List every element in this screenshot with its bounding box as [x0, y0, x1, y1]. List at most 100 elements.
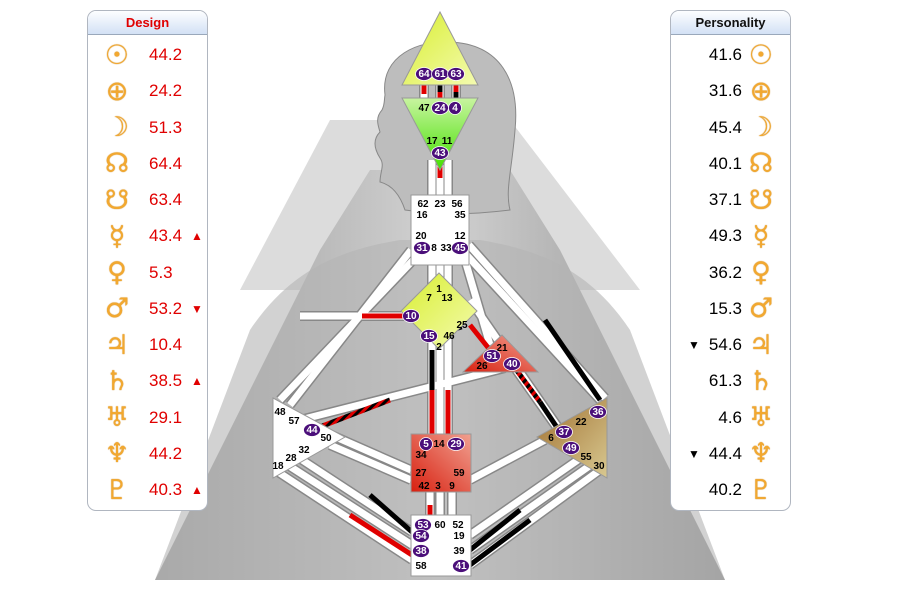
spleen-center[interactable]	[272, 397, 347, 479]
gate-31[interactable]: 31	[413, 241, 431, 255]
gate-11[interactable]: 11	[442, 136, 453, 147]
gate-22[interactable]: 22	[575, 417, 587, 428]
design-row-sun[interactable]: ☉44.2	[102, 37, 191, 73]
gate-32[interactable]: 32	[298, 445, 310, 456]
activation-value: 44.4	[708, 443, 742, 463]
gate-40[interactable]: 40	[503, 357, 521, 371]
gate-13[interactable]: 13	[441, 293, 453, 304]
gate-12[interactable]: 12	[454, 231, 466, 242]
gate-10[interactable]: 10	[402, 309, 420, 323]
gate-38[interactable]: 38	[412, 544, 430, 558]
neptune-icon: ♆	[104, 438, 130, 470]
gate-64[interactable]: 64	[415, 67, 433, 81]
gate-14[interactable]: 14	[433, 439, 445, 450]
gate-57[interactable]: 57	[288, 416, 300, 427]
gate-23[interactable]: 23	[434, 199, 446, 210]
personality-row-mars[interactable]: 15.3♂	[688, 291, 776, 327]
design-row-neptune[interactable]: ♆44.2	[102, 436, 191, 472]
gate-28[interactable]: 28	[285, 453, 297, 464]
solar-plexus-center[interactable]	[535, 397, 608, 479]
design-row-earth[interactable]: ⊕24.2	[102, 73, 191, 109]
gate-43[interactable]: 43	[431, 146, 449, 160]
design-row-mercury[interactable]: ☿43.4▲	[102, 218, 203, 254]
gate-48[interactable]: 48	[274, 407, 286, 418]
gate-number: 12	[454, 231, 466, 242]
personality-row-earth[interactable]: 31.6⊕	[688, 73, 776, 109]
design-row-north-node[interactable]: ☊64.4	[102, 146, 191, 182]
gate-58[interactable]: 58	[415, 561, 427, 572]
gate-49[interactable]: 49	[562, 441, 580, 455]
gate-27[interactable]: 27	[415, 468, 427, 479]
personality-row-neptune[interactable]: ▼44.4♆	[688, 436, 776, 472]
g-center[interactable]	[400, 272, 478, 350]
gate-50[interactable]: 50	[320, 433, 332, 444]
gate-3[interactable]: 3	[435, 481, 441, 492]
personality-row-pluto[interactable]: 40.2♇	[688, 472, 776, 508]
gate-7[interactable]: 7	[426, 293, 432, 304]
gate-33[interactable]: 33	[440, 243, 452, 254]
gate-8[interactable]: 8	[431, 243, 437, 254]
personality-row-venus[interactable]: 36.2♀	[688, 255, 776, 291]
gate-37[interactable]: 37	[555, 425, 573, 439]
gate-6[interactable]: 6	[548, 433, 554, 444]
gate-4[interactable]: 4	[448, 101, 462, 115]
gate-55[interactable]: 55	[580, 452, 592, 463]
gate-20[interactable]: 20	[415, 231, 427, 242]
personality-row-saturn[interactable]: 61.3♄	[688, 363, 776, 399]
gate-44[interactable]: 44	[303, 423, 321, 437]
personality-row-north-node[interactable]: 40.1☊	[688, 146, 776, 182]
personality-row-jupiter[interactable]: ▼54.6♃	[688, 327, 776, 363]
gate-17[interactable]: 17	[426, 136, 438, 147]
gate-35[interactable]: 35	[454, 210, 466, 221]
gate-51[interactable]: 51	[483, 349, 501, 363]
personality-row-south-node[interactable]: 37.1☋	[688, 182, 776, 218]
gate-42[interactable]: 42	[418, 481, 430, 492]
personality-row-moon[interactable]: 45.4☽	[688, 110, 776, 146]
design-row-south-node[interactable]: ☋63.4	[102, 182, 191, 218]
detriment-arrow-icon: ▼	[688, 446, 700, 461]
gate-56[interactable]: 56	[451, 199, 463, 210]
gate-62[interactable]: 62	[417, 199, 429, 210]
personality-row-mercury[interactable]: 49.3☿	[688, 218, 776, 254]
gate-2[interactable]: 2	[436, 342, 442, 353]
gate-1[interactable]: 1	[436, 284, 442, 295]
gate-9[interactable]: 9	[449, 481, 455, 492]
gate-41[interactable]: 41	[452, 559, 470, 573]
design-row-uranus[interactable]: ♅29.1	[102, 400, 191, 436]
gate-30[interactable]: 30	[593, 461, 605, 472]
personality-row-sun[interactable]: 41.6☉	[688, 37, 776, 73]
gate-52[interactable]: 52	[452, 520, 464, 531]
head-center[interactable]	[401, 10, 479, 86]
gate-19[interactable]: 19	[453, 531, 465, 542]
gate-21[interactable]: 21	[496, 343, 508, 354]
gate-61[interactable]: 61	[431, 67, 449, 81]
gate-26[interactable]: 26	[476, 361, 488, 372]
gate-25[interactable]: 25	[456, 320, 468, 331]
gate-39[interactable]: 39	[453, 546, 465, 557]
personality-row-uranus[interactable]: 4.6♅	[688, 400, 776, 436]
gate-29[interactable]: 29	[447, 437, 465, 451]
gate-36[interactable]: 36	[589, 405, 607, 419]
design-row-pluto[interactable]: ♇40.3▲	[102, 472, 203, 508]
design-row-moon[interactable]: ☽51.3	[102, 110, 191, 146]
gate-53[interactable]: 53	[414, 518, 432, 532]
design-row-mars[interactable]: ♂53.2▼	[102, 291, 203, 327]
gate-46[interactable]: 46	[443, 331, 455, 342]
ajna-center[interactable]	[401, 97, 479, 172]
gate-24[interactable]: 24	[431, 101, 449, 115]
gate-5[interactable]: 5	[419, 437, 433, 451]
gate-54[interactable]: 54	[412, 529, 430, 543]
design-row-jupiter[interactable]: ♃10.4	[102, 327, 191, 363]
gate-16[interactable]: 16	[416, 210, 428, 221]
design-row-saturn[interactable]: ♄38.5▲	[102, 363, 203, 399]
gate-45[interactable]: 45	[451, 241, 469, 255]
gate-34[interactable]: 34	[415, 450, 427, 461]
gate-18[interactable]: 18	[272, 461, 284, 472]
gate-63[interactable]: 63	[447, 67, 465, 81]
gate-47[interactable]: 47	[418, 103, 430, 114]
gate-60[interactable]: 60	[434, 520, 446, 531]
mercury-icon: ☿	[108, 220, 126, 252]
gate-15[interactable]: 15	[420, 329, 438, 343]
design-row-venus[interactable]: ♀5.3	[102, 255, 191, 291]
gate-59[interactable]: 59	[453, 468, 465, 479]
